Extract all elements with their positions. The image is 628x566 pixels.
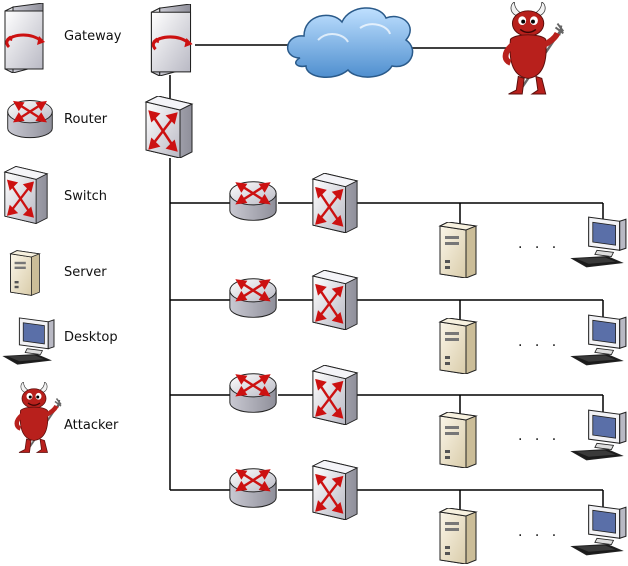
desktop-icon [571,504,627,556]
desktop-icon [571,409,627,461]
switch-icon [311,365,359,425]
connection-lines [169,44,604,512]
cloud-icon [287,7,414,78]
ellipsis: . . . [518,334,561,350]
legend-desktop-label: Desktop [64,330,118,345]
switch-icon [3,166,49,224]
server-icon [10,250,40,296]
desktop-icon [571,216,627,268]
attacker-icon [17,382,61,453]
router-icon [6,99,54,139]
server-icon [439,508,477,564]
server-icon [439,222,477,278]
switch-icon [144,96,194,158]
legend-switch-label: Switch [64,189,107,204]
server-icon [439,412,477,468]
switch-icon [311,173,359,233]
desktop-icon [571,314,627,366]
router-icon [228,467,278,509]
router-icon [228,372,278,414]
attacker-icon [506,2,564,94]
server-icon [439,318,477,374]
switch-icon [311,270,359,330]
gateway-icon [149,4,195,76]
legend-server-label: Server [64,265,107,280]
ellipsis: . . . [518,236,561,252]
ellipsis: . . . [518,524,561,540]
switch-icon [311,460,359,520]
legend-router-label: Router [64,112,108,127]
ellipsis: . . . [518,428,561,444]
router-icon [228,277,278,319]
legend-attacker-label: Attacker [64,418,119,433]
legend-gateway-label: Gateway [64,29,122,44]
router-icon [228,180,278,222]
desktop-icon [3,317,55,365]
gateway-icon [3,3,47,73]
